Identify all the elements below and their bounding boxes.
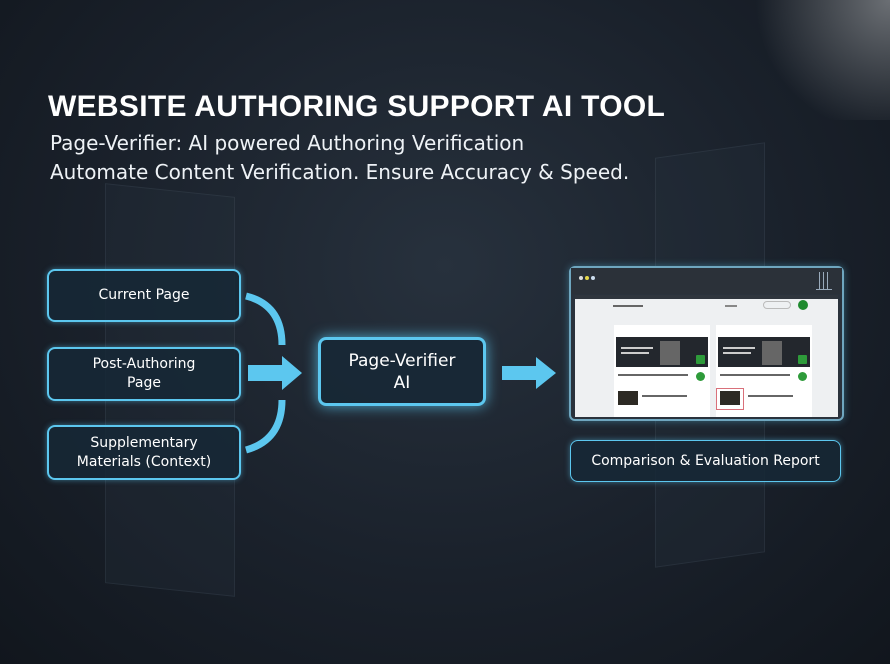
box-label: Current Page — [98, 287, 190, 303]
arrow-right-icon — [248, 356, 302, 390]
tagline: Automate Content Verification. Ensure Ac… — [50, 160, 630, 184]
arrow-right-icon — [502, 357, 556, 389]
page-title: WEBSITE AUTHORING SUPPORT AI TOOL — [48, 90, 666, 123]
box-label: Supplementary Materials (Context) — [76, 434, 212, 470]
window-titlebar — [571, 268, 842, 294]
input-current-page: Current Page — [47, 269, 241, 322]
input-supplementary-materials: Supplementary Materials (Context) — [47, 425, 241, 480]
output-report-box: Comparison & Evaluation Report — [570, 440, 841, 482]
box-label: Page-Verifier AI — [348, 350, 456, 393]
modified-page-column — [716, 325, 812, 417]
connector-curve-top — [245, 292, 286, 346]
page-verifier-ai-box: Page-Verifier AI — [318, 337, 486, 406]
box-label: Post-Authoring Page — [92, 356, 196, 391]
mock-page — [575, 295, 838, 417]
box-label: Comparison & Evaluation Report — [591, 452, 820, 469]
connector-curve-bottom — [244, 399, 286, 454]
report-screenshot-preview — [569, 266, 844, 421]
chart-icon — [816, 272, 832, 290]
subtitle: Page-Verifier: AI powered Authoring Veri… — [50, 131, 525, 155]
highlighted-diff — [716, 388, 744, 410]
corner-glow — [740, 0, 890, 120]
input-post-authoring-page: Post-Authoring Page — [47, 347, 241, 401]
original-page-column — [614, 325, 710, 417]
